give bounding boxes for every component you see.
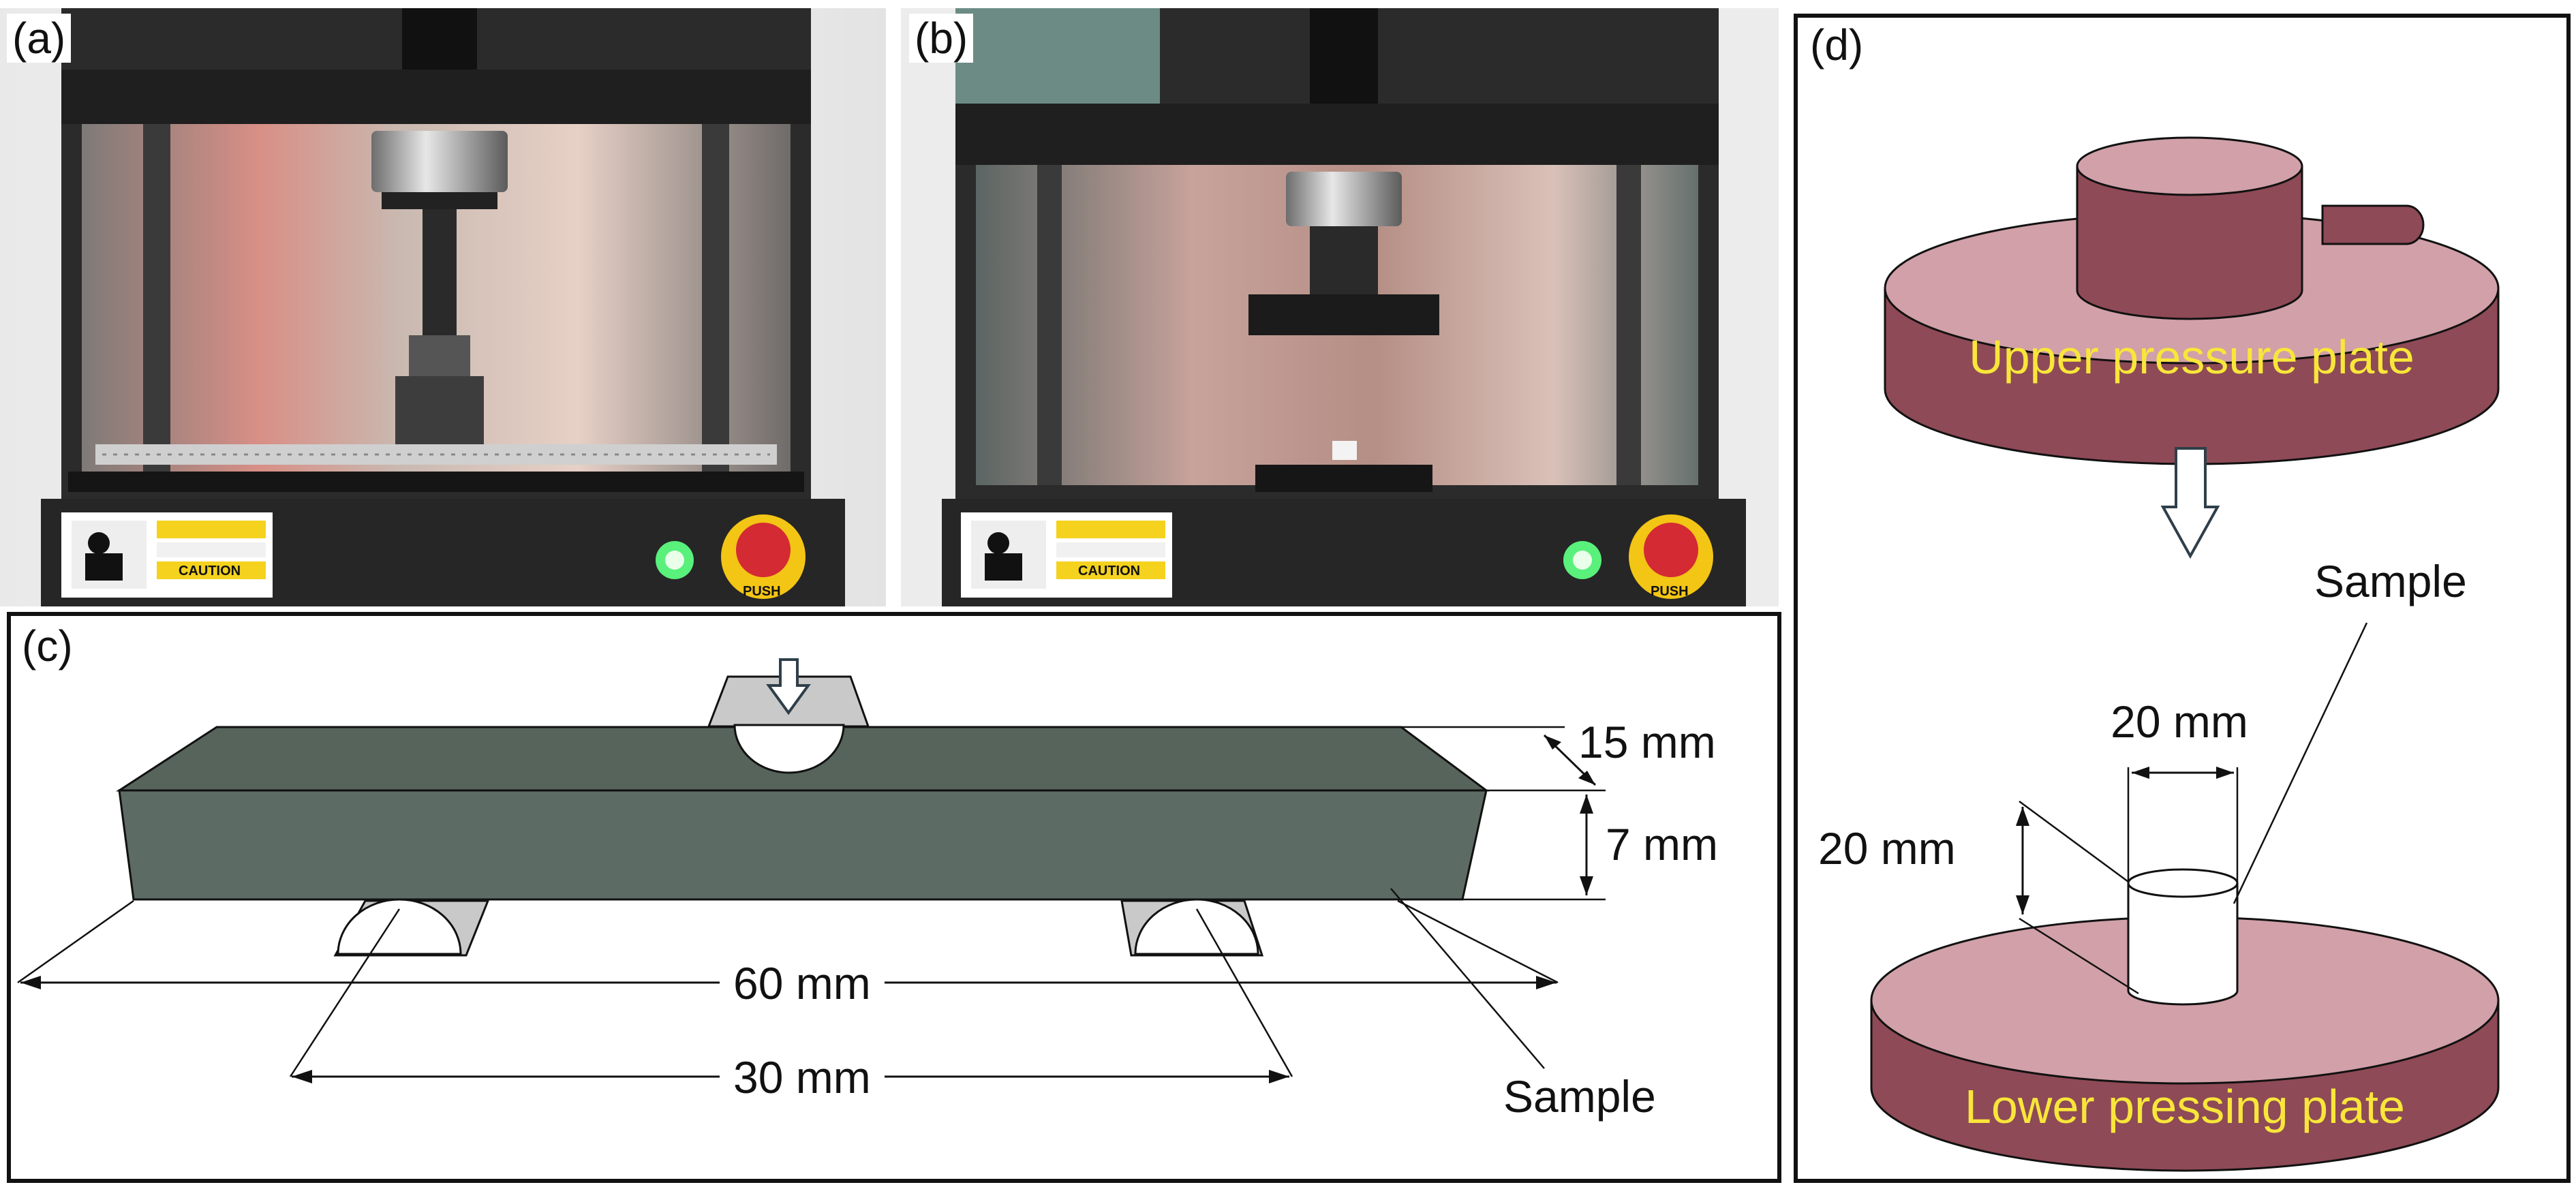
panel-c-label: (c) [16, 621, 78, 670]
dim-sample-height-label: 20 mm [1818, 823, 1956, 874]
dim-height-label: 7 mm [1606, 819, 1718, 869]
push-text: PUSH [1651, 584, 1689, 599]
dim-width-label: 15 mm [1578, 717, 1716, 767]
right-support [1120, 898, 1264, 957]
panel-d: Upper pressure plate Lower pressing plat… [1794, 14, 2571, 1183]
compression-schematic: Upper pressure plate Lower pressing plat… [1818, 136, 2500, 1172]
panel-a-label: (a) [7, 14, 72, 63]
dim-length-label: 60 mm [733, 958, 871, 1008]
sample-label: Sample [1503, 1071, 1656, 1122]
panel-b-label: (b) [909, 14, 974, 63]
lower-plate-label: Lower pressing plate [1965, 1080, 2405, 1133]
sample-cylinder [2127, 868, 2239, 1006]
photo-bending-machine: CAUTION PUSH [0, 8, 886, 606]
caution-text: CAUTION [1078, 564, 1140, 579]
press-arrow-icon [2160, 447, 2220, 559]
panel-b: CAUTION PUSH [901, 8, 1779, 606]
panel-d-label: (d) [1805, 20, 1869, 70]
panel-a: CAUTION PUSH [0, 8, 886, 606]
load-arrow-icon [766, 658, 811, 715]
dim-span-label: 30 mm [733, 1052, 871, 1103]
panel-c: 15 mm 7 mm 60 mm 30 mm Sample [7, 612, 1781, 1183]
caution-text: CAUTION [179, 564, 241, 579]
sample-label: Sample [2314, 556, 2467, 606]
left-support [333, 898, 490, 957]
photo-compression-machine: CAUTION PUSH [901, 8, 1779, 606]
upper-plate-label: Upper pressure plate [1969, 330, 2414, 384]
beam-front-face [118, 789, 1488, 901]
dim-diameter-label: 20 mm [2111, 696, 2248, 747]
upper-cylinder [2076, 136, 2425, 320]
bending-schematic: 15 mm 7 mm 60 mm 30 mm Sample [17, 658, 1718, 1122]
push-text: PUSH [743, 584, 781, 599]
